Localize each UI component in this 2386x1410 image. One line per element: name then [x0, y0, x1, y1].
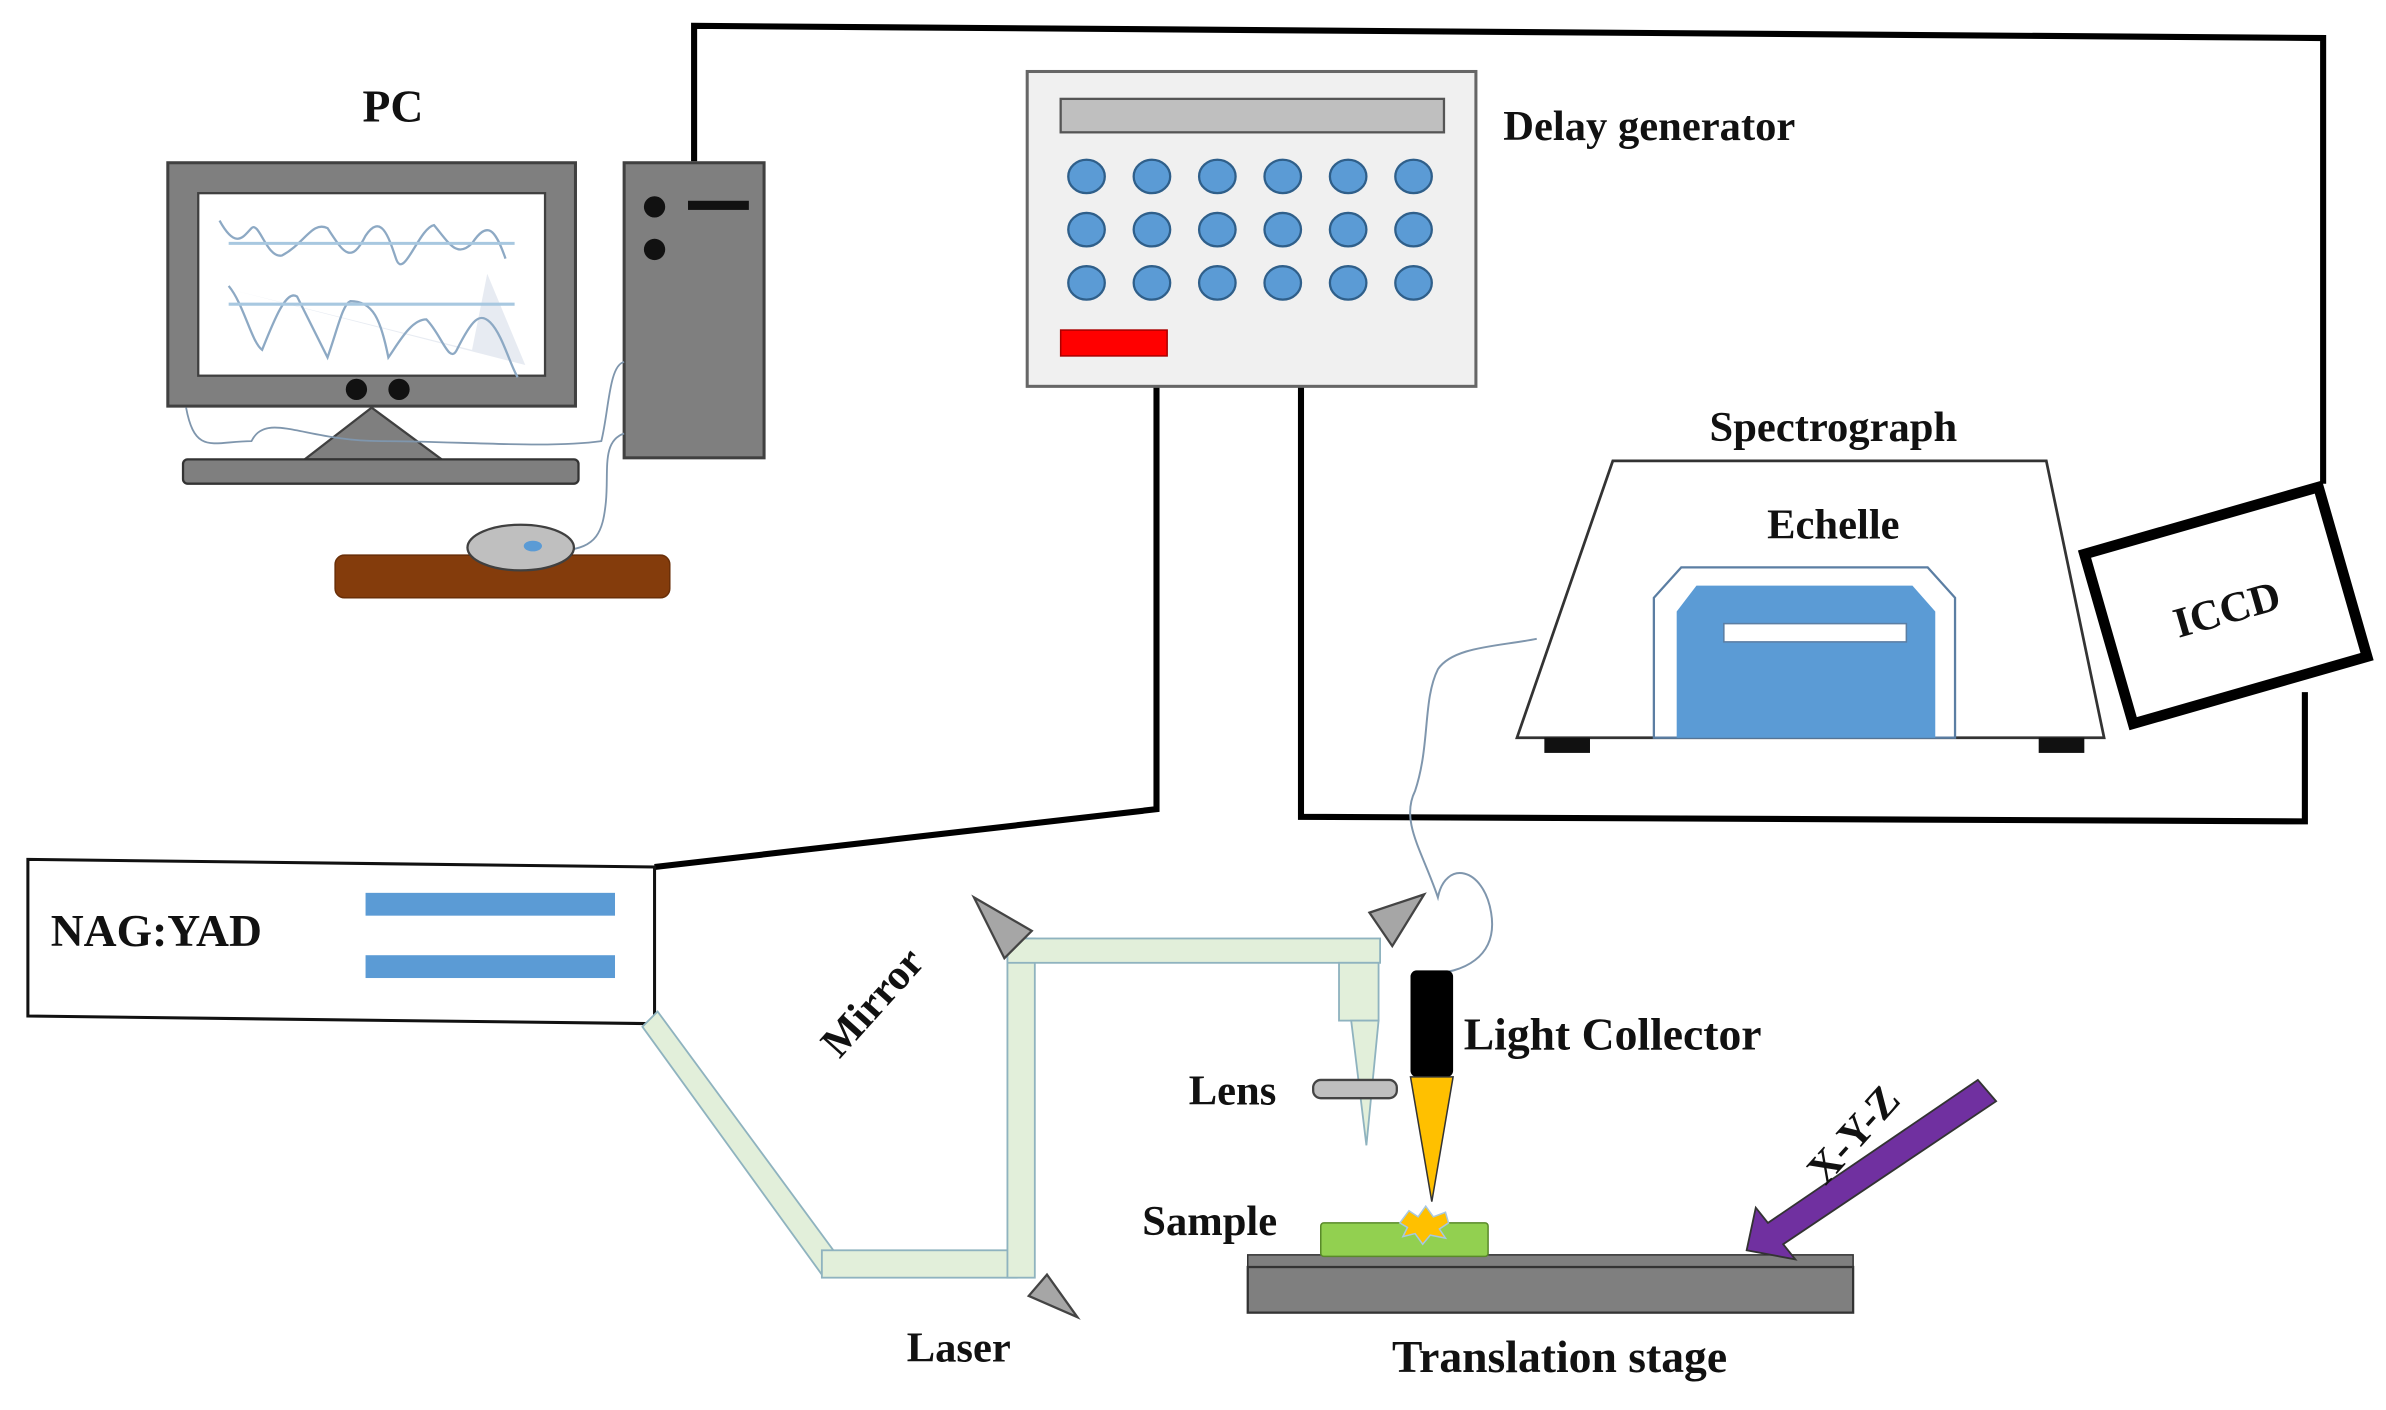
keypad-button — [1132, 265, 1172, 301]
laser-source: NAG:YAD — [26, 857, 657, 1026]
peripheral-cables — [185, 361, 625, 552]
light-collector-label: Light Collector — [1464, 1009, 1762, 1060]
laser-rod-2 — [365, 955, 616, 979]
laser-label: Laser — [907, 1324, 1011, 1371]
keypad-button — [1328, 158, 1368, 195]
monitor-stand — [301, 406, 446, 461]
monitor — [166, 161, 580, 485]
wiring — [654, 22, 2327, 871]
translation-stage-label: Translation stage — [1392, 1331, 1727, 1382]
keypad-button — [1394, 265, 1433, 301]
optical-fiber — [1409, 637, 1537, 975]
keypad-button — [1197, 158, 1237, 195]
mouse-pad — [334, 523, 671, 599]
sample-label: Sample — [1142, 1198, 1277, 1245]
monitor-button-2 — [388, 378, 410, 401]
light-collector-tip — [1409, 1076, 1454, 1202]
delay-generator-indicator — [1059, 329, 1168, 357]
monitor-base — [181, 458, 580, 485]
echelle-label: Echelle — [1767, 501, 1899, 548]
mouse-wheel — [523, 540, 542, 552]
keypad-button — [1067, 211, 1106, 248]
delay-to-laser-cable — [654, 386, 1160, 871]
xyz-arrow-shape — [1745, 1078, 1998, 1261]
iccd-to-delay-cable — [1297, 386, 2308, 825]
beam-segment-down — [1338, 961, 1380, 1022]
spectrograph-label: Spectrograph — [1710, 404, 1958, 451]
light-collector-body — [1410, 970, 1454, 1077]
pc-tower — [622, 161, 766, 460]
screen-waveform-2 — [227, 285, 519, 378]
screen-fill-2 — [228, 273, 526, 366]
mirror-bottom — [1026, 1272, 1081, 1320]
keypad-button — [1132, 158, 1172, 195]
monitor-cable — [185, 361, 625, 446]
screen-waveform-1 — [218, 219, 507, 266]
tower-power-button — [643, 196, 666, 218]
mouse — [466, 523, 576, 572]
lens-label: Lens — [1189, 1067, 1277, 1114]
pc-label: PC — [363, 81, 424, 132]
mirror-top-left — [971, 894, 1034, 961]
sample — [1320, 1222, 1489, 1258]
mouse-cable — [563, 432, 625, 552]
iccd-camera: ICCD — [2077, 480, 2374, 731]
tower-drive-slot — [688, 200, 749, 210]
lens — [1312, 1078, 1398, 1100]
beam-segment-bottom — [820, 1249, 1018, 1279]
beam-segment-vertical — [1006, 937, 1036, 1279]
keypad-button — [1394, 211, 1433, 248]
echelle-slit — [1723, 622, 1908, 643]
keypad-button — [1328, 211, 1368, 248]
keypad-button — [1263, 211, 1303, 248]
light-collector — [1409, 970, 1454, 1202]
delay-generator-label: Delay generator — [1503, 103, 1795, 150]
xyz-arrow — [1745, 1078, 1998, 1261]
laser-source-label: NAG:YAD — [51, 905, 262, 956]
keypad-button — [1328, 265, 1368, 301]
keypad-button — [1263, 265, 1303, 301]
beam-segment-top — [1006, 937, 1381, 964]
echelle-window — [1676, 585, 1936, 738]
spectrograph-foot-left — [1544, 737, 1590, 753]
laser-rod-1 — [365, 892, 616, 916]
iccd-body — [2077, 480, 2374, 731]
delay-generator — [1025, 69, 1478, 388]
translation-stage — [1246, 1254, 1855, 1314]
monitor-button-1 — [345, 378, 368, 401]
keypad-button — [1394, 158, 1433, 195]
beam-segment-diagonal — [641, 1010, 842, 1276]
keypad-button — [1197, 265, 1237, 301]
delay-generator-display — [1059, 97, 1446, 134]
keypad-button — [1067, 158, 1106, 195]
keypad — [1067, 158, 1433, 301]
spectrograph-foot-right — [2038, 737, 2085, 753]
keypad-button — [1132, 211, 1172, 248]
keypad-button — [1197, 211, 1237, 248]
stage-base — [1246, 1265, 1855, 1314]
keypad-button — [1263, 158, 1303, 195]
spectrograph — [1515, 459, 2106, 753]
tower-reset-button — [643, 238, 666, 261]
plasma-spark-icon — [1398, 1204, 1450, 1246]
mirror-label: Mirror — [812, 939, 933, 1066]
pc-to-iccd-cable — [691, 22, 2327, 484]
mirror-top-right — [1367, 892, 1427, 949]
keypad-button — [1067, 265, 1106, 301]
